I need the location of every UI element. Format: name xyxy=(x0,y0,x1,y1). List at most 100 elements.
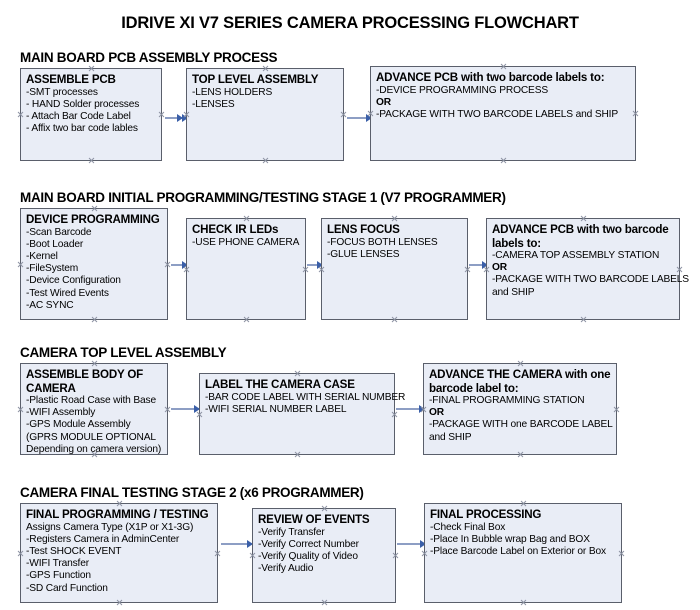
resize-handle-bottom[interactable] xyxy=(91,316,98,323)
node-label-the-camera-case[interactable]: LABEL THE CAMERA CASE -BAR CODE LABEL WI… xyxy=(199,370,405,458)
resize-handle-right[interactable] xyxy=(676,266,683,273)
node-title: FINAL PROCESSING xyxy=(430,508,542,521)
node-top-level-assembly[interactable]: TOP LEVEL ASSEMBLY -LENS HOLDERS -LENSES xyxy=(186,68,344,161)
node-line: -Check Final Box xyxy=(430,521,506,533)
node-check-ir-leds[interactable]: CHECK IR LEDs -USE PHONE CAMERA xyxy=(186,218,306,320)
resize-handle-left[interactable] xyxy=(17,261,24,268)
node-advance-camera[interactable]: ADVANCE THE CAMERA with one barcode labe… xyxy=(423,363,617,455)
resize-handle-top[interactable] xyxy=(580,215,587,222)
node-title: DEVICE PROGRAMMING xyxy=(26,213,160,226)
resize-handle-bottom[interactable] xyxy=(262,157,269,164)
node-line: OR xyxy=(492,262,507,274)
node-line: -Kernel xyxy=(26,250,58,262)
resize-handle-top[interactable] xyxy=(91,205,98,212)
node-line: -CAMERA TOP ASSEMBLY STATION xyxy=(492,250,660,261)
node-line: -LENS HOLDERS xyxy=(192,86,273,98)
node-title: LABEL THE CAMERA CASE xyxy=(205,378,355,391)
node-line: -Boot Loader xyxy=(26,238,84,250)
node-title: REVIEW OF EVENTS xyxy=(258,513,370,526)
resize-handle-bottom[interactable] xyxy=(243,316,250,323)
resize-handle-bottom[interactable] xyxy=(520,599,527,606)
node-line: -Place Barcode Label on Exterior or Box xyxy=(430,545,606,557)
resize-handle-left[interactable] xyxy=(249,552,256,559)
connector-arrow xyxy=(307,261,323,269)
node-title: ASSEMBLE PCB xyxy=(26,73,116,86)
node-final-programming-testing[interactable]: FINAL PROGRAMMING / TESTING Assigns Came… xyxy=(20,503,218,603)
resize-handle-left[interactable] xyxy=(421,550,428,557)
node-line: -LENSES xyxy=(192,98,235,110)
node-line: -GPS Function xyxy=(26,570,91,582)
resize-handle-right[interactable] xyxy=(302,266,309,273)
resize-handle-top[interactable] xyxy=(520,500,527,507)
resize-handle-top[interactable] xyxy=(294,370,301,377)
resize-handle-bottom[interactable] xyxy=(294,451,301,458)
node-line: Assigns Camera Type (X1P or X1-3G) xyxy=(26,521,194,533)
node-line: -WIFI Assembly xyxy=(26,407,96,419)
node-assemble-pcb[interactable]: ASSEMBLE PCB -SMT processes - HAND Solde… xyxy=(20,68,162,161)
resize-handle-top[interactable] xyxy=(500,63,507,70)
node-line: -Device Configuration xyxy=(26,275,121,287)
arrowhead-icon xyxy=(194,405,200,413)
resize-handle-top[interactable] xyxy=(88,65,95,72)
resize-handle-right[interactable] xyxy=(164,406,171,413)
resize-handle-right[interactable] xyxy=(391,411,398,418)
connector-arrow xyxy=(171,405,200,413)
section-heading-1: MAIN BOARD PCB ASSEMBLY PROCESS xyxy=(20,50,278,65)
resize-handle-bottom[interactable] xyxy=(500,157,507,164)
resize-handle-top[interactable] xyxy=(391,215,398,222)
node-line: -Place In Bubble wrap Bag and BOX xyxy=(430,533,590,545)
node-line: -Registers Camera in AdminCenter xyxy=(26,533,180,545)
node-line: -Test SHOCK EVENT xyxy=(26,545,122,557)
arrowhead-icon xyxy=(182,261,188,269)
resize-handle-bottom[interactable] xyxy=(580,316,587,323)
node-line: -Verify Transfer xyxy=(258,526,325,538)
resize-handle-right[interactable] xyxy=(613,406,620,413)
resize-handle-right[interactable] xyxy=(618,550,625,557)
resize-handle-right[interactable] xyxy=(464,266,471,273)
node-line: - Affix two bar code lables xyxy=(26,123,138,135)
connector-arrow xyxy=(397,540,426,548)
node-line: -GPS Module Assembly xyxy=(26,419,131,431)
resize-handle-bottom[interactable] xyxy=(517,451,524,458)
node-line: -Verify Audio xyxy=(258,563,314,575)
arrowhead-icon xyxy=(247,540,253,548)
node-line: -DEVICE PROGRAMMING PROCESS xyxy=(376,84,548,96)
node-line: -PACKAGE WITH one BARCODE LABEL xyxy=(429,419,613,431)
resize-handle-bottom[interactable] xyxy=(321,599,328,606)
resize-handle-top[interactable] xyxy=(321,505,328,512)
arrowhead-icon xyxy=(420,540,426,548)
node-title: ADVANCE PCB with two barcode labels to: xyxy=(492,223,669,250)
resize-handle-bottom[interactable] xyxy=(88,157,95,164)
resize-handle-left[interactable] xyxy=(17,406,24,413)
node-line: -Verify Correct Number xyxy=(258,538,359,550)
resize-handle-right[interactable] xyxy=(214,550,221,557)
node-line: -FINAL PROGRAMMING STATION xyxy=(429,395,585,406)
resize-handle-left[interactable] xyxy=(17,550,24,557)
resize-handle-right[interactable] xyxy=(340,111,347,118)
node-lens-focus[interactable]: LENS FOCUS -FOCUS BOTH LENSES -GLUE LENS… xyxy=(321,218,468,320)
connector-arrow xyxy=(221,540,253,548)
arrowhead-icon xyxy=(366,114,372,122)
resize-handle-right[interactable] xyxy=(392,552,399,559)
resize-handle-top[interactable] xyxy=(116,500,123,507)
node-review-of-events[interactable]: REVIEW OF EVENTS -Verify Transfer -Verif… xyxy=(252,508,396,603)
resize-handle-right[interactable] xyxy=(164,261,171,268)
resize-handle-top[interactable] xyxy=(262,65,269,72)
node-advance-pcb-2[interactable]: ADVANCE PCB with two barcode labels to: … xyxy=(486,215,689,323)
connector-arrow xyxy=(171,261,188,269)
node-line: -AC SYNC xyxy=(26,299,74,311)
node-final-processing[interactable]: FINAL PROCESSING -Check Final Box -Place… xyxy=(424,503,622,603)
resize-handle-top[interactable] xyxy=(91,360,98,367)
resize-handle-right[interactable] xyxy=(158,111,165,118)
node-line: -Plastic Road Case with Base xyxy=(26,395,156,406)
resize-handle-top[interactable] xyxy=(517,360,524,367)
node-assemble-body-of-camera[interactable]: ASSEMBLE BODY OF CAMERA -Plastic Road Ca… xyxy=(20,363,168,455)
resize-handle-left[interactable] xyxy=(17,111,24,118)
resize-handle-top[interactable] xyxy=(243,215,250,222)
node-device-programming[interactable]: DEVICE PROGRAMMING -Scan Barcode -Boot L… xyxy=(20,208,168,320)
resize-handle-right[interactable] xyxy=(632,110,639,117)
resize-handle-bottom[interactable] xyxy=(391,316,398,323)
resize-handle-bottom[interactable] xyxy=(116,599,123,606)
node-advance-pcb-1[interactable]: ADVANCE PCB with two barcode labels to: … xyxy=(370,66,636,161)
node-title: ASSEMBLE BODY OF CAMERA xyxy=(26,368,144,395)
